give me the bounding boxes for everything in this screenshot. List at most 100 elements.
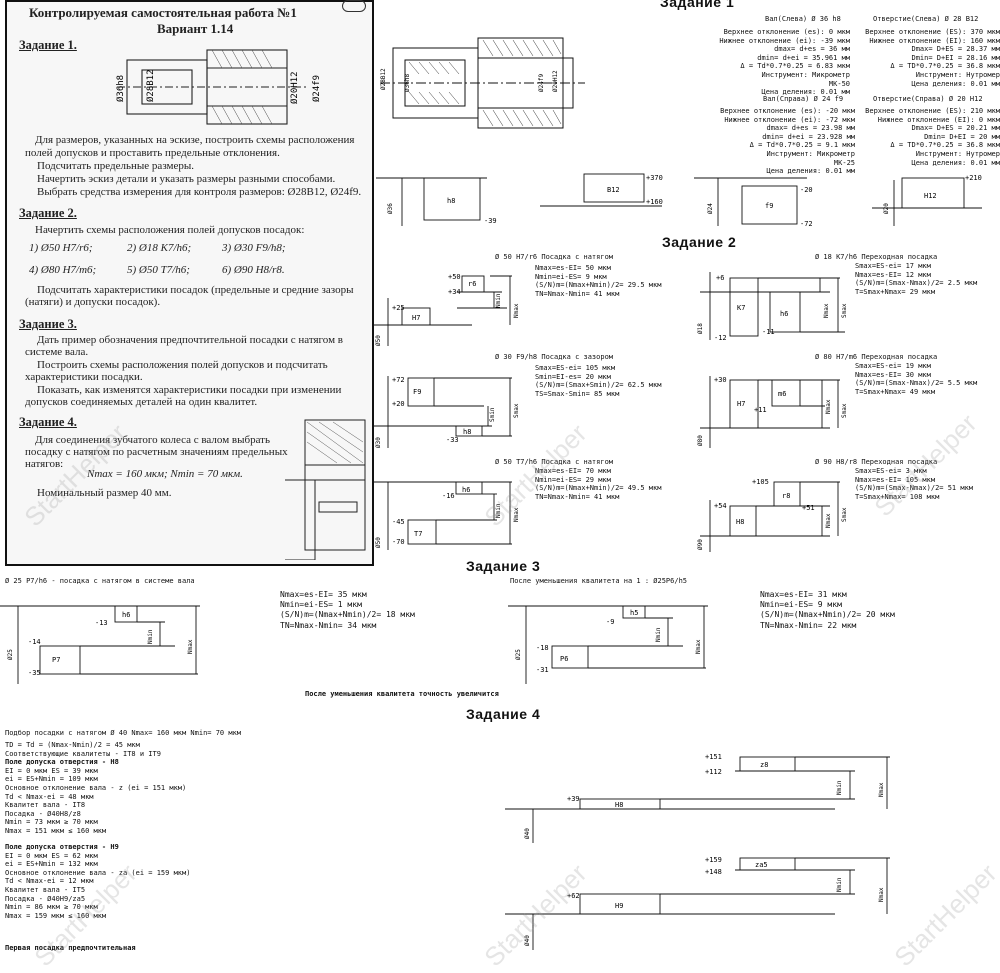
param-line: Нижнее отклонение (ei): -72 мкм (724, 115, 855, 124)
z3-right-d: Ø25 (515, 649, 522, 660)
param-line: Dmax= D+ES = 20.21 мм (911, 124, 1000, 133)
param-line: Smax=ES-ei= 105 мкм (535, 364, 616, 372)
scheme2-dev-upper: +370 (646, 174, 663, 182)
fit6-hole: H8 (736, 518, 744, 526)
task4-values: Nmax = 160 мкм; Nmin = 70 мкм. (87, 468, 243, 480)
task2-heading: Задание 2. (19, 206, 77, 220)
param-line: TN=Nmax-Nmin= 34 мкм (280, 620, 377, 630)
task4-heading: Задание 4. (19, 415, 77, 429)
param-line: Nmin=ei-ES= 9 мкм (535, 272, 607, 281)
fit2-side-0: Nmax (823, 303, 830, 318)
z4-top-scheme: Ø40 H8 z8 +151 +112 +39 Nmin Nmax (505, 753, 890, 843)
z4-top-dev-0: +151 (705, 753, 722, 761)
z2-fit1-title: Ø 50 H7/r6 Посадка с натягом (495, 253, 614, 261)
fit3-d: Ø30 (375, 437, 382, 448)
param-line: T=Smax+Nmax= 49 мкм (855, 387, 936, 396)
z2-fit5-scheme: Ø50 T7 h6 -16 -45 -70 Nmin Nmax (372, 481, 520, 550)
fit2-d: Ø18 (697, 323, 704, 334)
param-line: (S/N)m=(Smax+Smin)/2= 62.5 мкм (535, 381, 662, 390)
fit3-side-0: Smin (489, 407, 496, 422)
z3-right-nmax: Nmax (695, 639, 702, 654)
z3-left-scheme: Ø25 h6 P7 -13 -14 -35 Nmin Nmax (0, 605, 200, 684)
z3-right-title: После уменьшения квалитета на 1 : Ø25P6/… (510, 577, 688, 585)
z3-right-scheme: Ø25 h5 P6 -9 -18 -31 Nmin Nmax (508, 605, 708, 684)
task1-heading: Задание 1. (19, 38, 77, 52)
param-line: Dmin= D+EI = 20 мм (924, 132, 1000, 141)
param-line: Nmin=ei-ES= 9 мкм (760, 600, 842, 610)
fit2-side-1: Smax (841, 303, 848, 318)
z3-left-dev-1: -14 (28, 638, 41, 646)
z2-fit4-params: Smax=ES-ei= 19 мкм Nmax=es-EI= 30 мкм (S… (855, 362, 977, 396)
param-line: Цена деления: 0.01 мм (911, 79, 1000, 88)
task4-line-0: Для соединения зубчатого колеса с валом … (35, 434, 271, 446)
task1-line-4: Выбрать средства измерения для контроля … (37, 186, 362, 198)
fit1-side-0: Nmin (495, 293, 502, 308)
z4-bottom-side-0: Nmin (836, 877, 843, 892)
z1-hole-right-params: Верхнее отклонение (ES): 210 мкм Нижнее … (860, 107, 1000, 167)
task4-nominal: Номинальный размер 40 мм. (37, 487, 172, 499)
fit2-dev-0: +6 (716, 274, 724, 282)
param-line: TN=Nmax-Nmin= 41 мкм (535, 289, 620, 298)
fit1-d: Ø50 (375, 335, 382, 346)
fit3-shaft: h8 (463, 428, 471, 436)
z4-top-side-1: Nmax (878, 782, 885, 797)
param-line: Нижнее отклонение (EI): 160 мкм (869, 36, 1000, 45)
calc-line: Nmax = 151 мкм ≤ 160 мкм (5, 826, 107, 835)
calc-line: EI = 0 мкм ES = 39 мкм (5, 766, 98, 775)
param-line: МК-50 (828, 79, 850, 88)
task3-line-4: Показать, как изменятся характеристики п… (37, 384, 342, 396)
param-line: Dmin= D+EI = 28.16 мм (911, 53, 1000, 62)
page-number (342, 0, 366, 12)
calc-line: ei = ES+Nmin = 132 мкм (5, 860, 98, 869)
dim-24f9: Ø24f9 (311, 75, 322, 102)
param-line: Δ = Td*0.7*0.25 = 9.1 мкм (749, 141, 855, 150)
z2-fit6-title: Ø 90 H8/r8 Переходная посадка (815, 458, 938, 466)
z2-fit2-title: Ø 18 K7/h6 Переходная посадка (815, 253, 938, 261)
fit-item-3: 3) Ø30 F9/h8; (222, 242, 286, 254)
task2-line-1: (натяги) и допуски посадок). (25, 296, 161, 308)
z1-shaft-left-params: Верхнее отклонение (es): 0 мкм Нижнее от… (700, 28, 850, 97)
z1-hole-left-title: Отверстие(Слева) Ø 28 B12 (873, 15, 979, 23)
calc-line: Поле допуска отверстия - H8 (5, 758, 119, 767)
param-line: Инструмент: Нутромер (915, 149, 1000, 158)
fit1-side-1: Nmax (513, 303, 520, 318)
calc-line: Основное отклонение вала - z (ei = 151 м… (5, 783, 187, 792)
z4-footer: Первая посадка предпочтительная (5, 944, 136, 952)
calc-line: Поле допуска отверстия - H9 (5, 843, 119, 851)
fit6-side-1: Smax (841, 507, 848, 522)
heading-task1: Задание 1 (660, 0, 735, 10)
sketch-dim-a: Ø28B12 (380, 68, 387, 90)
param-line: TN=Nmax-Nmin= 41 мкм (535, 492, 620, 501)
param-line: (S/N)m=(Nmax+Nmin)/2= 49.5 мкм (535, 484, 662, 493)
calc-line: Основное отклонение вала - za (ei = 159 … (5, 868, 191, 877)
task2-line-0: Подсчитать характеристики посадок (преде… (37, 284, 354, 296)
z4-bottom-side-1: Nmax (878, 887, 885, 902)
variant-label: Вариант 1.14 (157, 21, 234, 36)
fit2-dev-2: -12 (714, 334, 727, 342)
param-line: Верхнее отклонение (ES): 210 мкм (865, 107, 1000, 115)
z3-left-nmin: Nmin (147, 629, 154, 644)
z4-top-d: Ø40 (524, 828, 531, 839)
calc-line: Квалитет вала - IT8 (5, 801, 86, 810)
z4-top-side-0: Nmin (836, 780, 843, 795)
param-line: TS=Smax-Smin= 85 мкм (535, 389, 620, 398)
param-line: Smin=EI-es= 20 мкм (535, 372, 611, 381)
z3-conclusion: После уменьшения квалитета точность увел… (305, 690, 499, 698)
fit5-d: Ø50 (375, 537, 382, 548)
param-line: dmin= d+ei = 35.961 мм (757, 53, 850, 62)
fit6-dev-0: +105 (752, 478, 769, 486)
z2-fit2-scheme: Ø18 K7 h6 +6 -11 -12 Nmax Smax (697, 272, 848, 342)
task1-line-3: Начертить эскиз детали и указать размеры… (37, 173, 336, 185)
z2-fit5-title: Ø 50 T7/h6 Посадка с натягом (495, 458, 614, 466)
scheme3-dev-upper: -20 (800, 186, 813, 194)
param-line: Верхнее отклонение (es): 0 мкм (723, 28, 850, 36)
param-line: Цена деления: 0.01 мм (766, 167, 855, 176)
param-line: Nmax=es-EI= 50 мкм (535, 264, 611, 272)
scheme2-zone: B12 (607, 186, 620, 194)
fit1-dev-0: +50 (448, 273, 461, 281)
z3-right-params: Nmax=es-EI= 31 мкм Nmin=ei-ES= 9 мкм (S/… (760, 590, 895, 631)
z2-fit5-params: Nmax=es-EI= 70 мкм Nmin=ei-ES= 29 мкм (S… (535, 467, 661, 501)
fit1-shaft: r6 (468, 280, 476, 288)
fit-item-2: 2) Ø18 K7/h6; (127, 242, 192, 254)
param-line: dmax= d+es = 23.98 мм (766, 124, 855, 133)
